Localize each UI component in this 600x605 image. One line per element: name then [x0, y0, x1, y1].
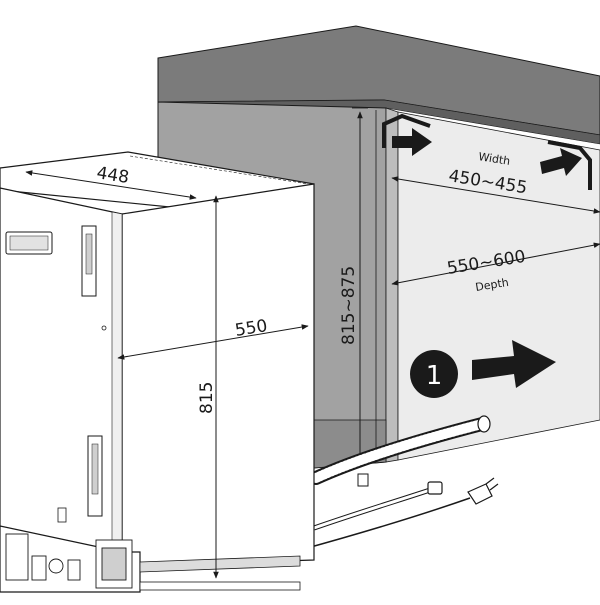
niche-depth-dim-line: [391, 242, 600, 286]
dishwasher-side-panel: [121, 183, 315, 567]
base-foot-right-inner: [101, 547, 127, 581]
power-plug-icon: [467, 477, 499, 505]
control-panel-inner: [9, 235, 49, 251]
niche-corner-left-icon: [382, 113, 431, 148]
appliance-height-label: 815: [197, 382, 217, 414]
door-latch: [57, 507, 67, 523]
base-foot-left: [5, 533, 29, 581]
door-screw: [101, 325, 107, 331]
dishwasher-top-rim: [129, 155, 309, 185]
base-gear-3: [67, 559, 81, 581]
niche-depth-caption: Depth: [474, 276, 509, 294]
inlet-hose-core: [313, 488, 431, 530]
niche-width-caption: Width: [478, 150, 512, 168]
power-cable: [299, 497, 471, 551]
inlet-hose-connector: [427, 481, 443, 495]
step-number-badge: [410, 350, 458, 398]
drain-hose-end: [477, 415, 491, 433]
dishwasher-unit: [0, 151, 315, 593]
niche-corner-right-icon: [547, 140, 592, 190]
niche-side-wall: [385, 107, 399, 463]
niche-width-dim-line: [391, 176, 600, 214]
push-direction-arrow-icon: [472, 340, 556, 388]
niche-height-label: 815~875: [339, 266, 359, 345]
door-edge-strip: [111, 211, 123, 567]
drain-hose-inner: [311, 419, 487, 483]
width-arrow-left-icon: [392, 128, 432, 156]
base-mechanism: [5, 533, 133, 589]
hoses: [299, 415, 499, 551]
appliance-depth-dim-line: [117, 324, 309, 360]
step-number: 1: [426, 361, 443, 391]
base-gear-1: [31, 555, 47, 581]
step-indicator: 1: [410, 340, 556, 398]
lower-hinge-inner: [91, 443, 99, 495]
base-side-rail: [139, 555, 301, 573]
small-clip: [357, 473, 369, 487]
width-arrow-right-icon: [540, 148, 582, 176]
appliance-dimensions: 448 550 815: [25, 163, 309, 579]
base-bottom-strip: [139, 581, 301, 591]
upper-hinge-inner: [85, 233, 93, 275]
base-gear-2: [48, 558, 64, 574]
appliance-width-dim-line: [25, 170, 197, 200]
